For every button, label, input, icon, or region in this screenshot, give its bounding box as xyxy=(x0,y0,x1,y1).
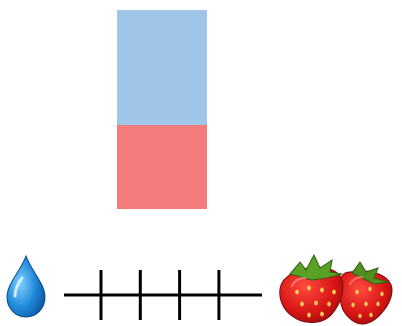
ratio-scale xyxy=(64,270,262,320)
water-segment xyxy=(117,10,207,125)
strawberries-icon xyxy=(280,255,392,324)
strawberry-segment xyxy=(117,125,207,209)
mixture-bar xyxy=(117,10,207,209)
water-drop-icon xyxy=(7,256,45,317)
